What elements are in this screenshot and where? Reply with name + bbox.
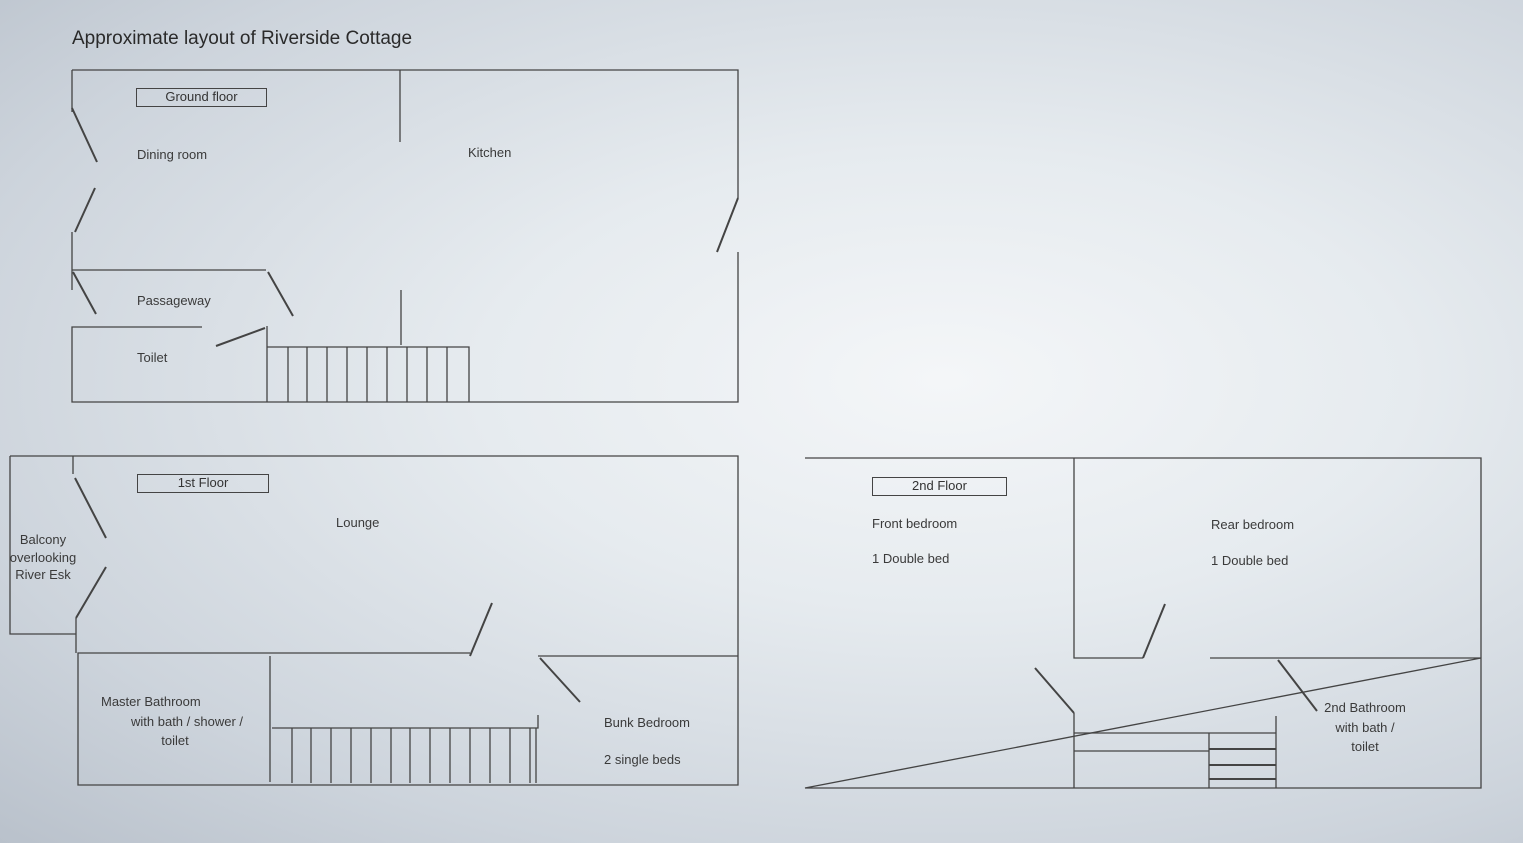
second-bathroom-line-1: 2nd Bathroom [1324, 700, 1406, 715]
toilet-label: Toilet [137, 350, 168, 365]
first-stairs [291, 728, 537, 783]
second-floor-walls [804, 457, 1482, 789]
front-bedroom-beds: 1 Double bed [872, 551, 950, 566]
first-floor-label: 1st Floor [137, 474, 269, 493]
balcony-line-3: River Esk [15, 567, 71, 582]
front-bedroom-label: Front bedroom [872, 516, 958, 531]
bunk-beds-label: 2 single beds [604, 752, 681, 767]
balcony-label: Balcony overlooking River Esk [8, 531, 78, 584]
first-floor-doors [74, 477, 581, 703]
rear-bedroom-beds: 1 Double bed [1211, 553, 1289, 568]
second-floor-doors [1034, 603, 1318, 780]
second-bathroom-line-2: with bath / [1335, 719, 1395, 735]
bunk-bedroom-label: Bunk Bedroom [604, 715, 690, 730]
rear-bedroom-label: Rear bedroom [1211, 517, 1295, 532]
master-bathroom-line-1: Master Bathroom [101, 694, 201, 709]
master-bathroom-line-2: with bath / shower / [131, 713, 243, 729]
master-bathroom-line-3: toilet [161, 733, 189, 748]
ground-floor-walls [71, 69, 739, 403]
ground-floor-label: Ground floor [136, 88, 267, 107]
lounge-label: Lounge [336, 515, 380, 530]
first-floor-walls [9, 455, 739, 786]
ground-floor-doors [71, 107, 739, 347]
dining-room-label: Dining room [137, 147, 208, 162]
kitchen-label: Kitchen [468, 145, 512, 160]
second-bathroom-line-3: toilet [1351, 739, 1379, 754]
passageway-label: Passageway [137, 293, 211, 308]
balcony-line-2: overlooking [9, 549, 77, 565]
page-title: Approximate layout of Riverside Cottage [72, 28, 413, 49]
second-floor-label: 2nd Floor [872, 477, 1007, 496]
second-bathroom-label: 2nd Bathroom with bath / toilet [1310, 698, 1420, 757]
master-bathroom-label: Master Bathroom with bath / shower / toi… [95, 692, 255, 751]
balcony-line-1: Balcony [19, 532, 67, 547]
ground-stairs [287, 347, 448, 402]
